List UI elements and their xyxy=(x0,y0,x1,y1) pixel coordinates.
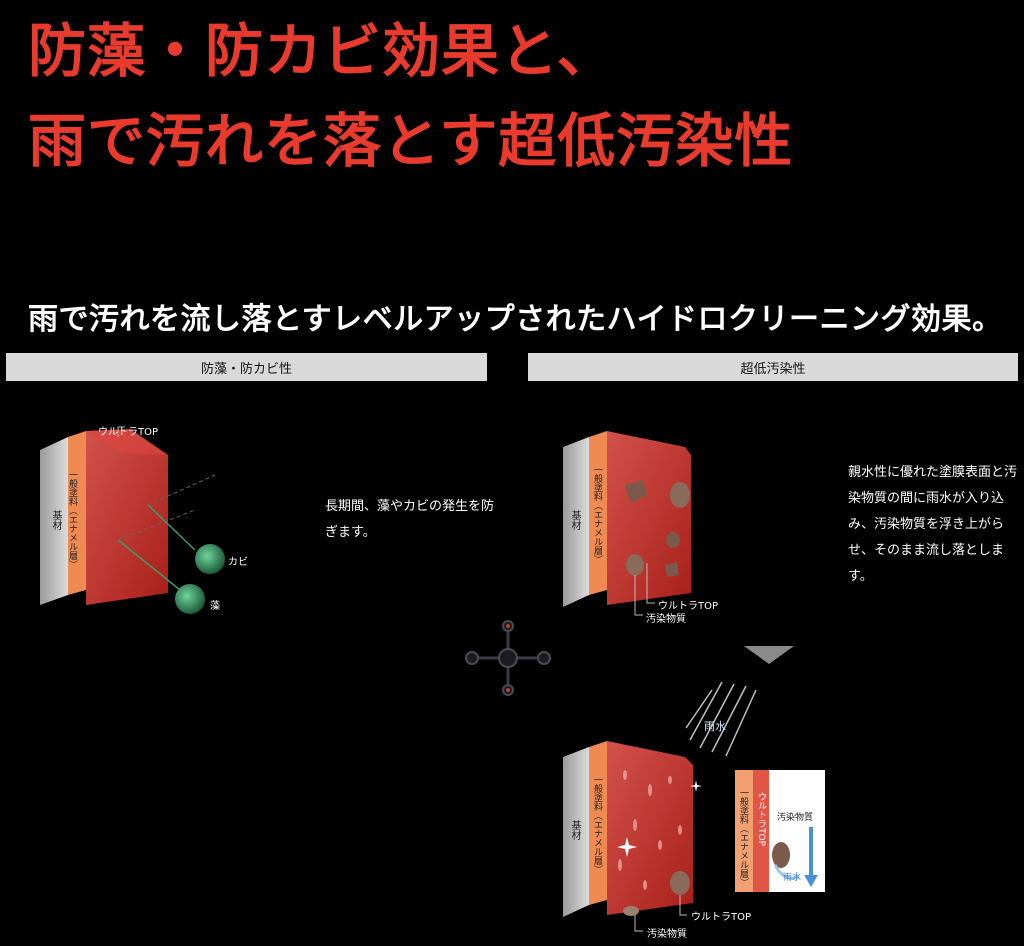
detail-label-rain: 雨水 xyxy=(783,873,802,883)
left-label-enamel: 一般塗料（エナメル層） xyxy=(67,470,77,569)
right-before-label-top-coat: ウルトラTOP xyxy=(658,601,719,612)
pollutant-lift-icon xyxy=(772,827,818,887)
left-label-substrate: 基材 xyxy=(50,510,61,530)
left-section-title: 防藻・防カビ性 xyxy=(200,361,292,377)
right-description: 親水性に優れた塗膜表面と汚染物質の間に雨水が入り込み、汚染物質を浮き上がらせ、そ… xyxy=(848,465,1018,584)
right-before-label-pollutant: 汚染物質 xyxy=(646,614,686,625)
right-after-label-pollutant: 汚染物質 xyxy=(647,929,687,940)
layer-illustration xyxy=(40,426,225,614)
detail-label-enamel: 一般塗料（エナメル層） xyxy=(738,788,748,887)
right-before-label-enamel: 一般塗料（エナメル層） xyxy=(592,465,602,564)
left-label-mold: カビ xyxy=(228,557,248,568)
right-after-label-top-coat: ウルトラTOP xyxy=(691,912,752,923)
detail-enamel-strip xyxy=(735,770,753,892)
algae-ball xyxy=(175,584,205,614)
right-before-label-substrate: 基材 xyxy=(569,510,580,530)
detail-label-top-coat: ウルトラTOP xyxy=(756,792,766,847)
detail-inset-panel: 一般塗料（エナメル層） ウルトラTOP 汚染物質 雨水 xyxy=(735,770,825,892)
decorative-emblem xyxy=(458,620,558,700)
headline-line-1: 防藻・防カビ効果と、 xyxy=(28,17,616,85)
down-arrow-icon xyxy=(744,646,794,666)
right-section-bar: 超低汚染性 xyxy=(528,353,1018,381)
mold-ball xyxy=(195,544,225,574)
rain-streaks: 雨水 xyxy=(682,680,762,760)
detail-top-strip xyxy=(753,770,769,892)
layer-illustration-before xyxy=(563,431,691,616)
cross-emblem-icon xyxy=(465,620,551,696)
low-contamination-diagram-after: 一般塗料（エナメル層） 基材 ウルトラTOP 汚染物質 xyxy=(555,735,751,940)
right-after-label-substrate: 基材 xyxy=(569,820,580,840)
left-label-top-coat: ウルトラTOP xyxy=(98,427,159,438)
headline-line-2: 雨で汚れを落とす超低汚染性 xyxy=(28,107,794,175)
left-section-bar: 防藻・防カビ性 xyxy=(6,353,487,381)
low-contamination-diagram-before: 一般塗料（エナメル層） 基材 ウルトラTOP 汚染物質 xyxy=(555,425,775,635)
subheadline: 雨で汚れを流し落とすレベルアップされたハイドロクリーニング効果。 xyxy=(28,302,1003,337)
layer-illustration-after xyxy=(563,741,702,932)
left-description: 長期間、藻やカビの発生を防ぎます。 xyxy=(325,499,495,540)
right-section-title: 超低汚染性 xyxy=(740,361,806,377)
rain-label: 雨水 xyxy=(704,720,726,733)
antifungal-diagram: ウルトラTOP 一般塗料（エナメル層） 基材 カビ 藻 xyxy=(30,415,290,625)
detail-label-pollutant: 汚染物質 xyxy=(777,813,814,823)
left-label-algae: 藻 xyxy=(210,601,220,612)
right-after-label-enamel: 一般塗料（エナメル層） xyxy=(592,775,602,874)
rain-icon xyxy=(685,681,757,757)
